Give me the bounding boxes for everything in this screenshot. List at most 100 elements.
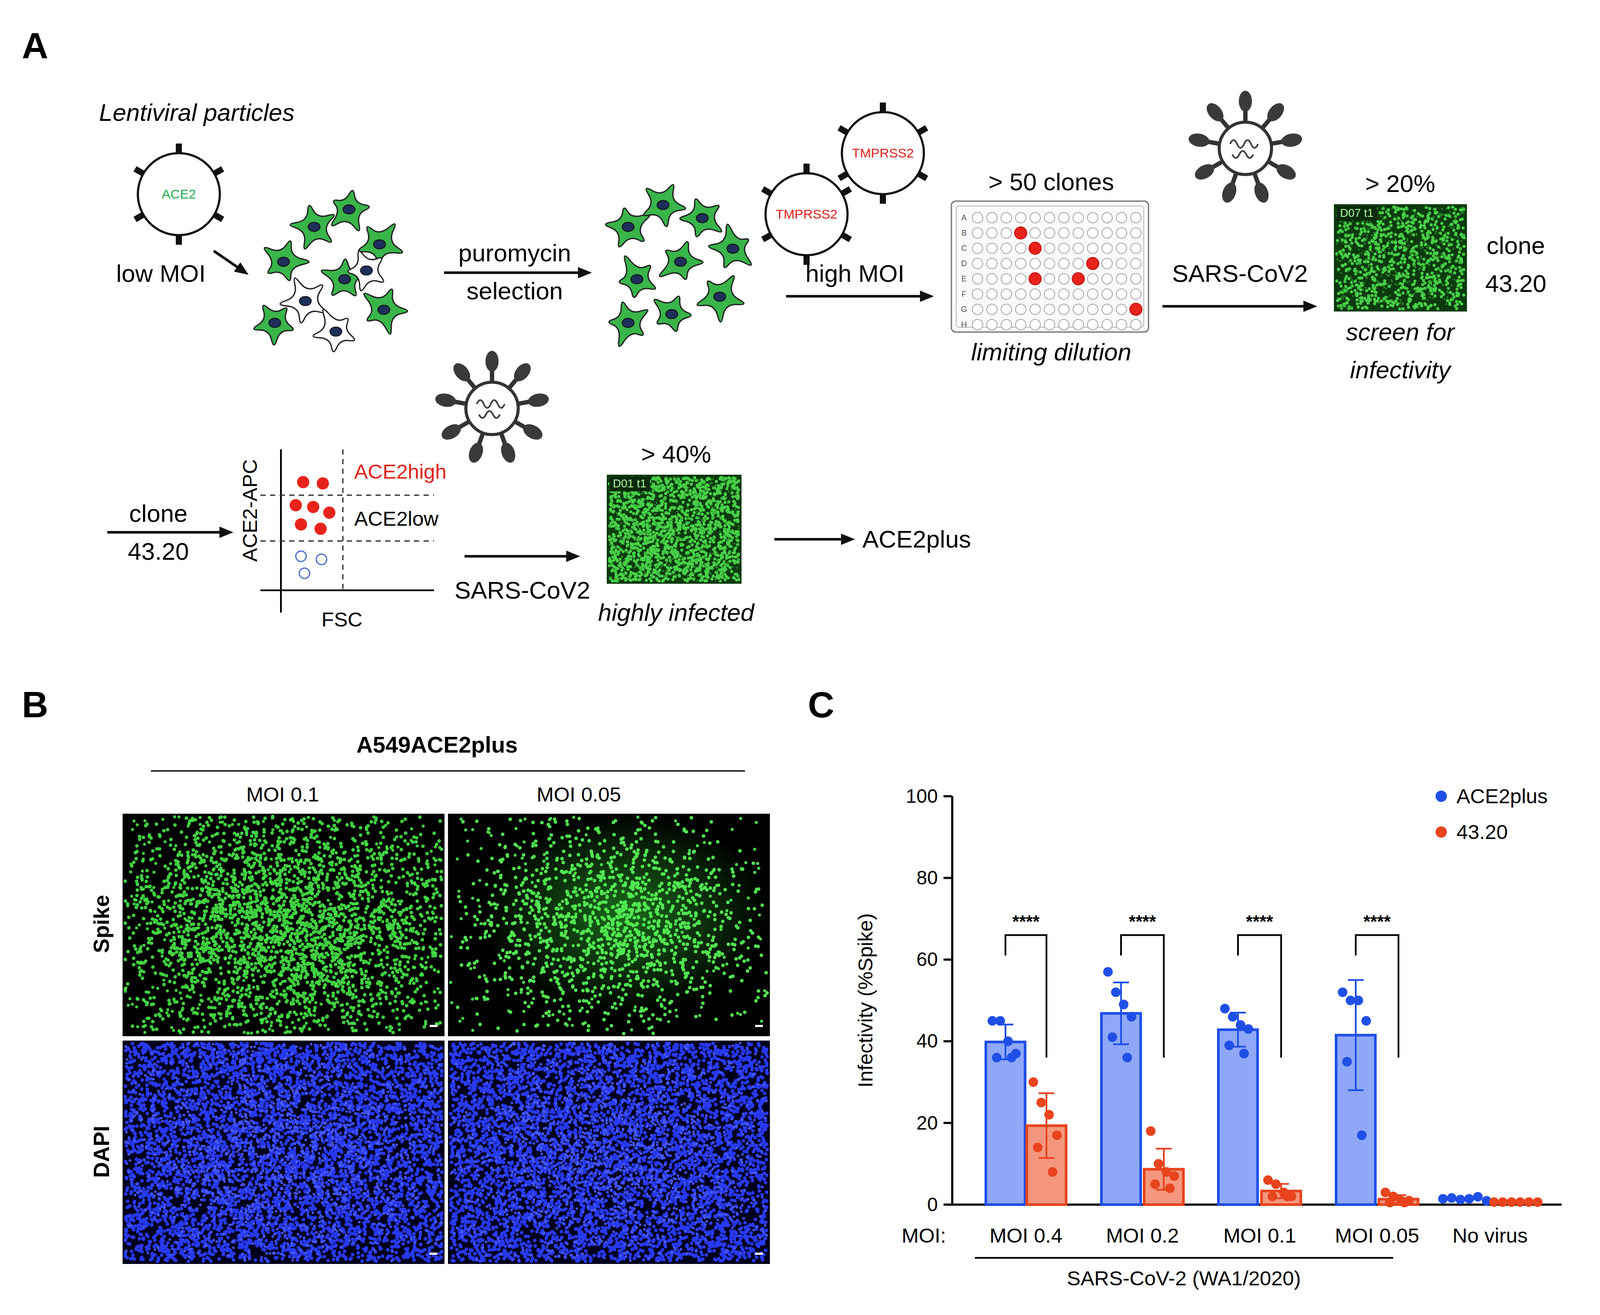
data-point bbox=[1103, 966, 1113, 977]
cell-nucleus bbox=[268, 317, 281, 328]
axis-tick bbox=[943, 1203, 953, 1206]
plate-well bbox=[1130, 227, 1142, 239]
data-point bbox=[1473, 1191, 1483, 1202]
nuclei-signal bbox=[124, 1041, 443, 1262]
label: Lentiviral particles bbox=[99, 98, 295, 127]
legend-swatch bbox=[1435, 826, 1447, 838]
plate-well bbox=[986, 288, 998, 300]
node-text: > 40% bbox=[641, 440, 712, 469]
cell-body bbox=[363, 289, 408, 335]
cell-body bbox=[331, 190, 370, 231]
significance-bracket bbox=[1005, 934, 1047, 1058]
plate-well bbox=[1015, 304, 1026, 315]
label: MOI: bbox=[901, 1223, 947, 1248]
plate-well bbox=[1058, 242, 1070, 254]
lentiviral-particle: ACE2 bbox=[126, 141, 232, 247]
plate-well bbox=[1029, 242, 1042, 255]
label: MOI 0.05 bbox=[1334, 1223, 1419, 1248]
data-point bbox=[1353, 995, 1364, 1006]
plate-well bbox=[1001, 212, 1012, 223]
infection-signal bbox=[1336, 206, 1465, 309]
data-point bbox=[1047, 1166, 1058, 1177]
plate-well bbox=[1044, 273, 1055, 284]
data-point bbox=[991, 1052, 1002, 1063]
cell-nucleus bbox=[665, 309, 678, 319]
process-arrow bbox=[774, 533, 855, 545]
bar bbox=[1218, 1029, 1258, 1205]
data-point bbox=[1438, 1193, 1448, 1204]
data-point bbox=[1044, 1109, 1054, 1120]
plate-well bbox=[1116, 304, 1127, 315]
cell-dot bbox=[314, 522, 327, 535]
spike-signal bbox=[449, 815, 767, 1032]
infection-signal bbox=[608, 475, 741, 583]
label: 60 bbox=[916, 948, 938, 971]
node-text: ACE2low bbox=[354, 506, 439, 531]
plate-well bbox=[1044, 304, 1055, 315]
error-cap bbox=[1038, 1092, 1055, 1095]
plate-well bbox=[1001, 227, 1012, 239]
gate-line bbox=[342, 449, 344, 591]
node-text: ACE2high bbox=[354, 459, 447, 484]
data-point bbox=[1153, 1158, 1164, 1169]
error-cap bbox=[1347, 1089, 1364, 1091]
spike-signal bbox=[123, 815, 443, 1035]
label: MOI 0.05 bbox=[536, 782, 621, 807]
lentiviral-particle: TMPRSS2 bbox=[754, 161, 859, 267]
process-arrow-shaft bbox=[107, 530, 223, 534]
nuclei-signal bbox=[123, 1041, 444, 1263]
plate-well bbox=[1015, 273, 1026, 284]
data-point bbox=[1003, 1036, 1013, 1047]
plate-well bbox=[1101, 242, 1113, 254]
label: A bbox=[961, 213, 967, 223]
plate-well bbox=[1101, 212, 1113, 223]
image-ground bbox=[606, 474, 742, 584]
label: No virus bbox=[1452, 1223, 1528, 1248]
plate-well bbox=[1101, 304, 1113, 315]
plate-well bbox=[986, 319, 998, 330]
process-arrow-head bbox=[577, 266, 592, 279]
plate-well bbox=[1087, 304, 1098, 315]
data-point bbox=[1165, 1183, 1175, 1194]
data-point bbox=[1107, 1032, 1118, 1042]
plate-well bbox=[1044, 227, 1055, 239]
node-text: limiting dilution bbox=[970, 338, 1132, 366]
node-text: screen for infectivity bbox=[1328, 312, 1473, 389]
virus-spike-head bbox=[1280, 131, 1303, 149]
plate-well bbox=[1087, 227, 1098, 239]
cell-dot bbox=[316, 477, 329, 490]
cell-body bbox=[659, 241, 704, 280]
plate-well bbox=[1073, 304, 1084, 315]
plate-outline bbox=[951, 201, 1149, 332]
label: **** bbox=[1012, 912, 1040, 930]
cell-nucleus bbox=[713, 291, 726, 301]
node-text: D07 t1 bbox=[1336, 205, 1378, 221]
plate-well bbox=[972, 288, 983, 300]
data-point bbox=[1361, 1015, 1371, 1026]
data-point bbox=[1036, 1097, 1047, 1108]
group-rule bbox=[974, 1256, 1394, 1259]
virus-spike-head bbox=[520, 420, 546, 443]
virus-rna bbox=[476, 400, 505, 418]
cell-dot bbox=[323, 506, 336, 519]
virus-envelope bbox=[465, 382, 519, 435]
virus-spike-head bbox=[526, 391, 550, 409]
process-arrow bbox=[444, 266, 592, 279]
virus-spike-head bbox=[466, 440, 486, 465]
plate-well bbox=[1130, 288, 1142, 300]
nuclei-signal bbox=[449, 1041, 768, 1263]
data-point bbox=[1267, 1191, 1278, 1201]
plate-well bbox=[1087, 212, 1098, 223]
virus-icon bbox=[1187, 90, 1303, 205]
plate-well bbox=[1058, 288, 1070, 300]
plate-well bbox=[1130, 212, 1142, 223]
flow-arrow-head bbox=[1303, 300, 1318, 312]
micrograph-ground bbox=[447, 813, 770, 1036]
virus-spike-head bbox=[438, 420, 464, 443]
label: puromycin selection bbox=[442, 233, 587, 310]
data-point bbox=[1399, 1197, 1410, 1207]
cell-body bbox=[280, 277, 326, 323]
node-text: > 50 clones bbox=[988, 167, 1115, 196]
node-text: D01 t1 bbox=[609, 476, 650, 492]
data-point bbox=[1337, 987, 1348, 997]
